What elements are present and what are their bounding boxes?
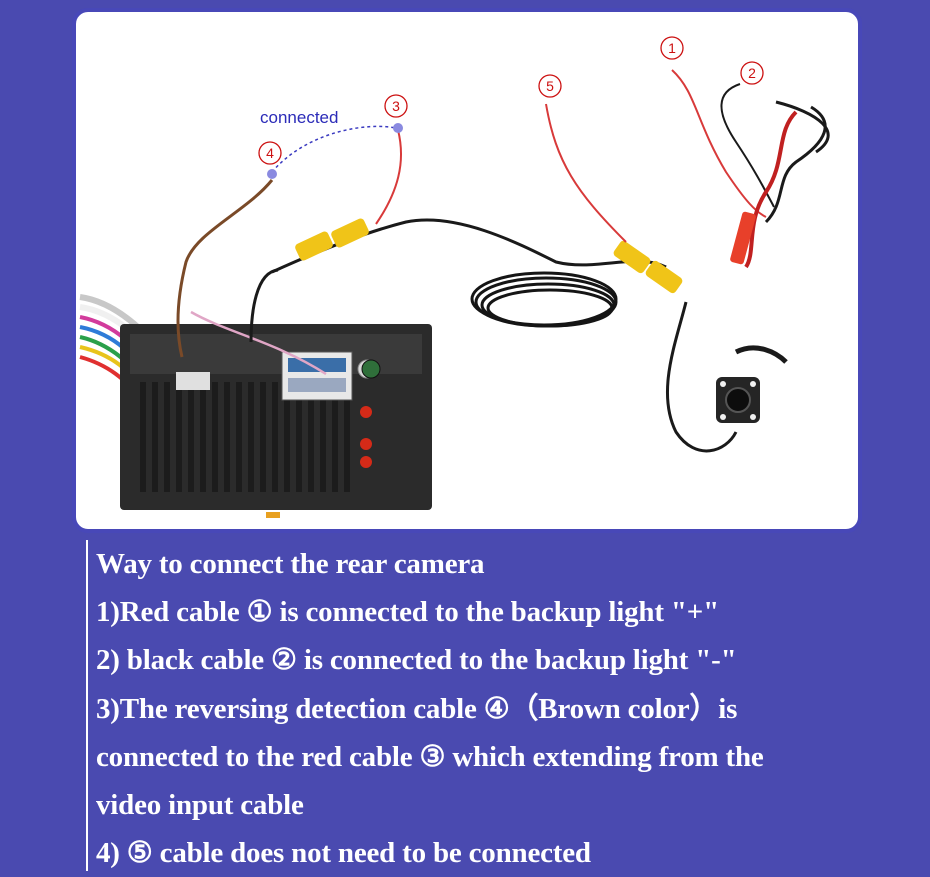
callout-5: 5 xyxy=(538,74,562,98)
instruction-line: 3)The reversing detection cable ④（Brown … xyxy=(96,692,738,725)
instructions-title: Way to connect the rear camera xyxy=(96,548,485,580)
instructions-panel: Way to connect the rear camera 1)Red cab… xyxy=(86,540,854,871)
brown-cable xyxy=(176,179,274,358)
wiring-diagram: 1 2 3 4 5 connected xyxy=(79,36,830,518)
svg-text:4: 4 xyxy=(266,145,274,161)
wiring-photo-panel: 1 2 3 4 5 connected xyxy=(72,8,862,533)
svg-text:2: 2 xyxy=(748,65,756,81)
rear-camera xyxy=(665,301,788,453)
head-unit xyxy=(120,324,432,518)
connected-dotted-line xyxy=(271,125,397,173)
connection-point-3 xyxy=(393,123,403,133)
callout-4: 4 xyxy=(258,141,282,165)
svg-text:5: 5 xyxy=(546,78,554,94)
instruction-line: 2) black cable ② is connected to the bac… xyxy=(96,644,737,677)
callout-1: 1 xyxy=(660,36,684,60)
svg-text:3: 3 xyxy=(392,98,400,114)
instruction-line: 4) ⑤ cable does not need to be connected xyxy=(96,837,591,870)
instruction-line: 1)Red cable ① is connected to the backup… xyxy=(96,596,719,629)
connection-point-4 xyxy=(267,169,277,179)
coiled-cable xyxy=(470,271,618,328)
red-cable-1 xyxy=(671,69,767,218)
instruction-line: video input cable xyxy=(96,789,304,822)
callout-2: 2 xyxy=(740,61,764,85)
svg-text:1: 1 xyxy=(668,40,676,56)
connected-label: connected xyxy=(260,108,338,127)
red-cable-5 xyxy=(545,103,627,243)
instruction-line: connected to the red cable ③ which exten… xyxy=(96,740,764,773)
callout-3: 3 xyxy=(384,94,408,118)
red-cable-3 xyxy=(375,129,403,225)
